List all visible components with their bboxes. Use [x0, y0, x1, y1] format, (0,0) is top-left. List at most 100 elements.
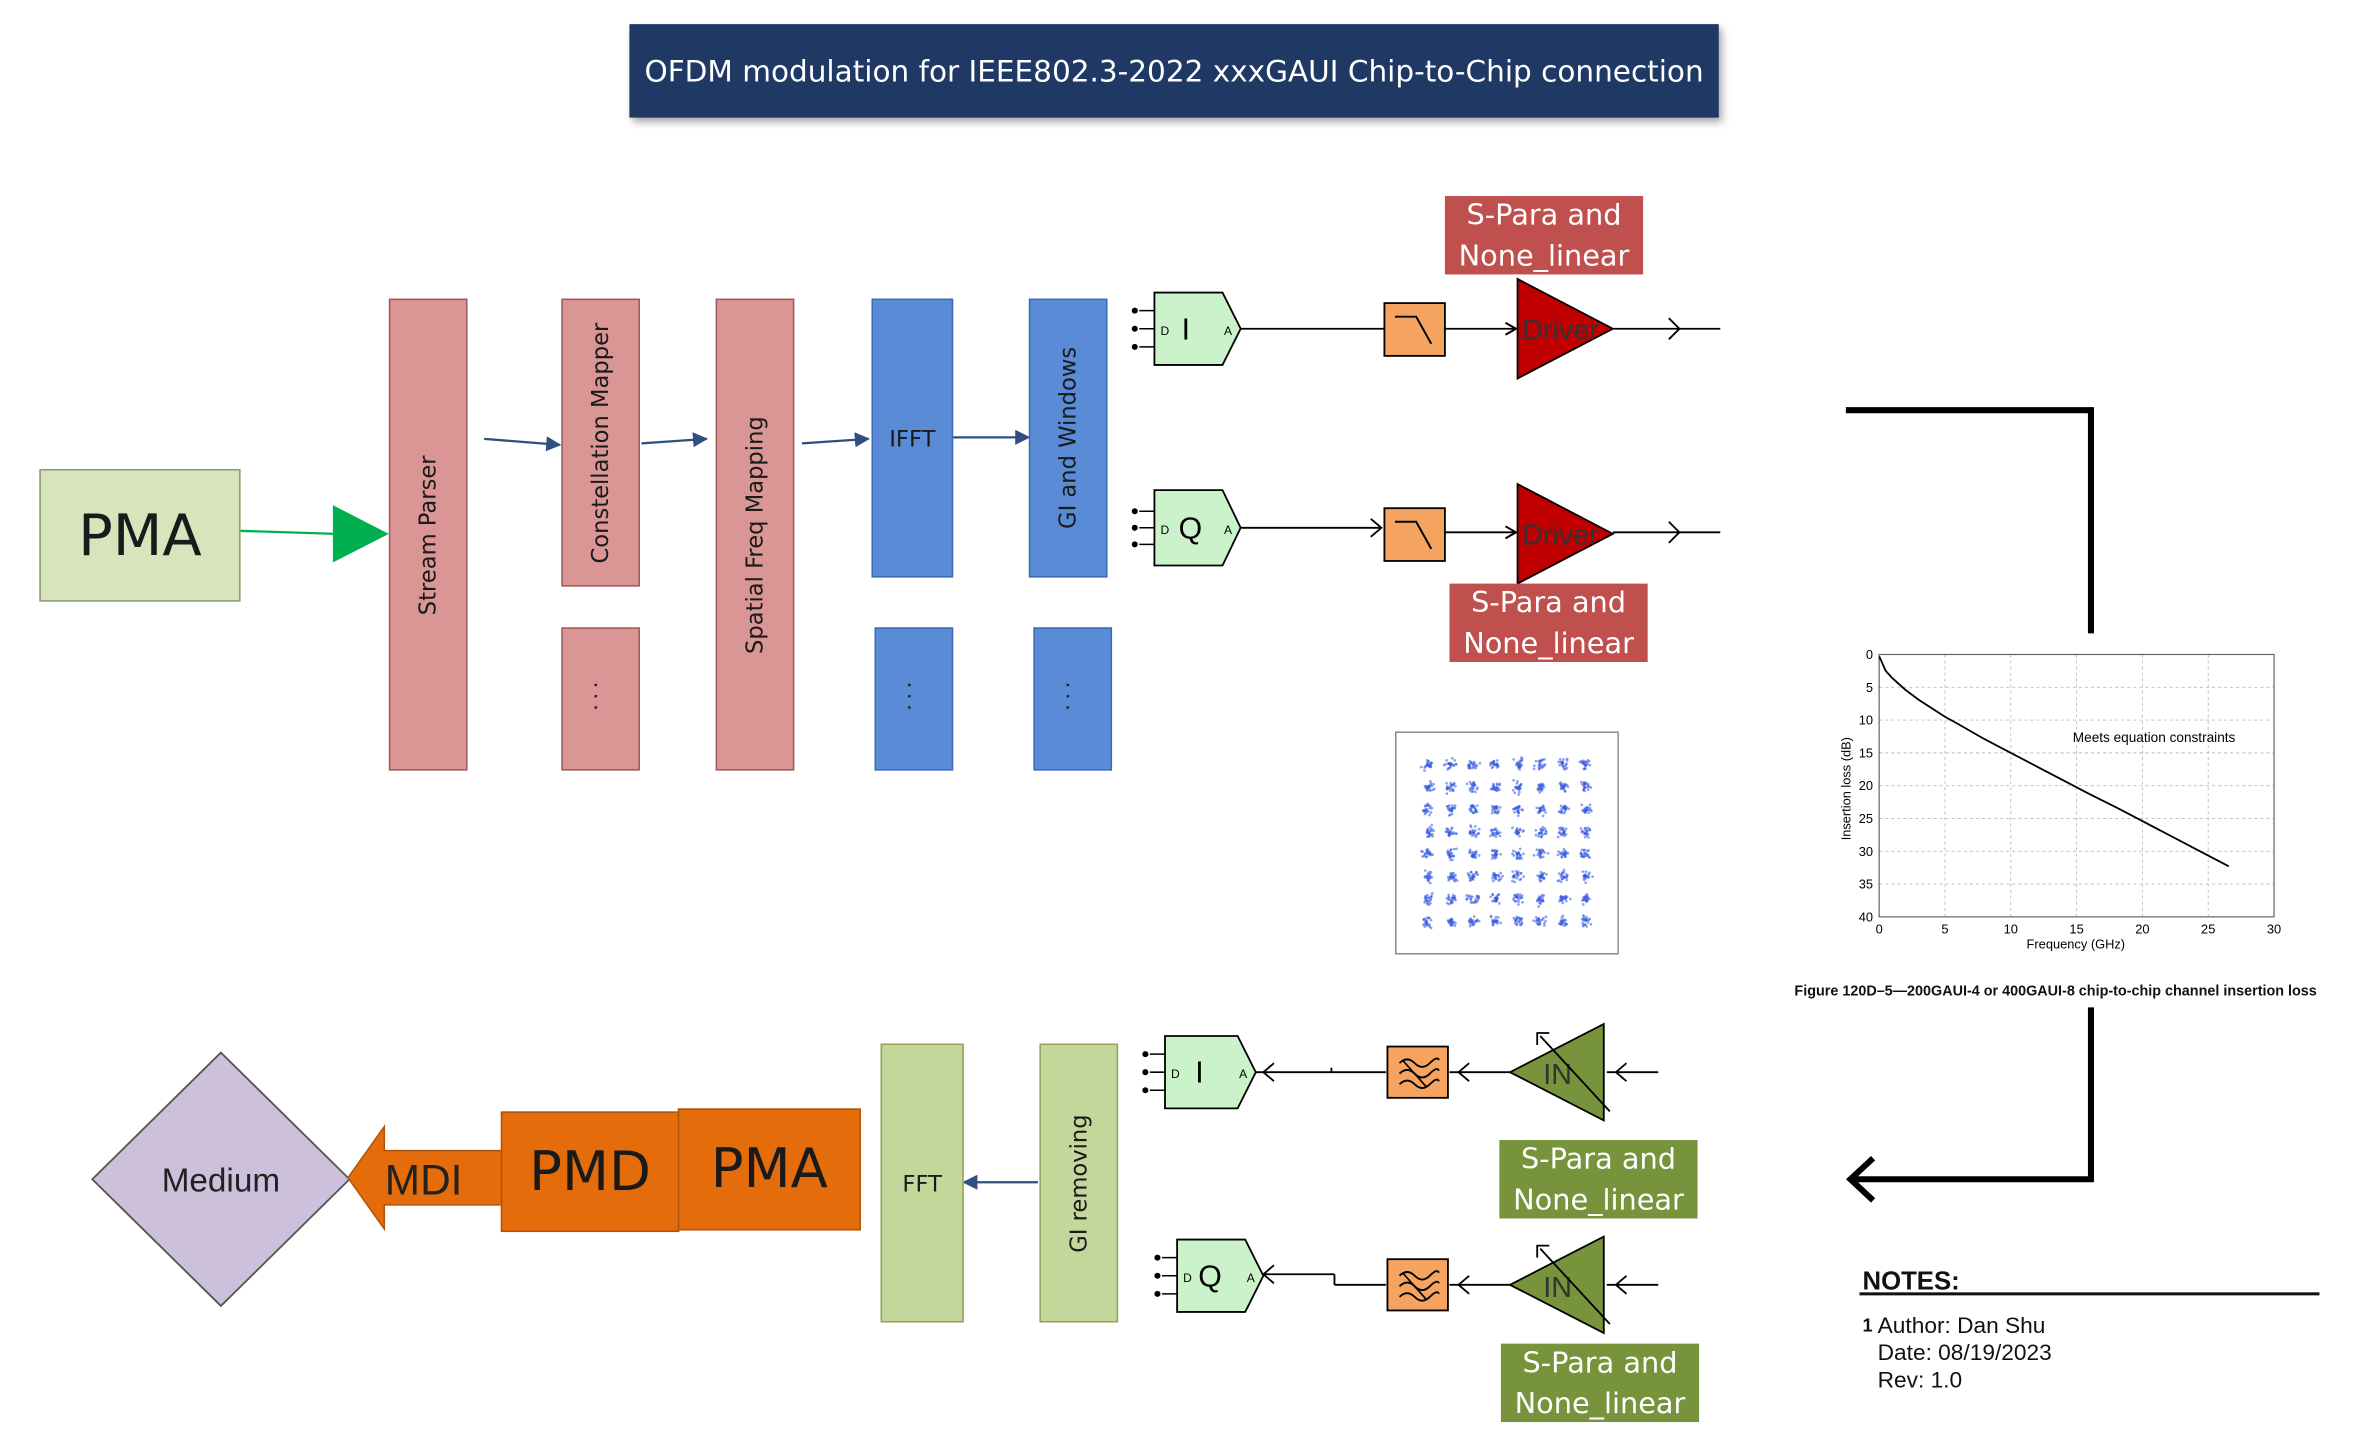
constellation-point [1471, 790, 1475, 793]
constellation-point [1491, 876, 1494, 880]
constellation-point [1537, 785, 1541, 789]
constellation-point [1586, 788, 1590, 792]
constellation-point [1519, 877, 1523, 881]
constellation-point [1513, 811, 1516, 814]
constellation-point [1468, 788, 1472, 792]
constellation-point [1564, 827, 1568, 831]
constellation-point [1499, 921, 1503, 925]
constellation-point [1465, 894, 1469, 897]
constellation-point [1542, 924, 1546, 927]
constellation-point [1450, 920, 1453, 924]
constellation-point [1534, 759, 1538, 763]
spara-line2: None_linear [1513, 1183, 1684, 1217]
constellation-point [1558, 763, 1562, 767]
constellation-point [1522, 875, 1525, 878]
constellation-point [1494, 835, 1498, 839]
constellation-point [1498, 834, 1502, 838]
constellation-point [1491, 761, 1495, 765]
constellation-point [1558, 831, 1562, 834]
constellation-point [1541, 804, 1545, 808]
chart-xtick-label: 20 [2135, 921, 2149, 936]
adc-i-a: A [1239, 1067, 1248, 1081]
constellation-point [1560, 810, 1564, 814]
constellation-point [1540, 830, 1544, 834]
spara-label-rx-bottom: S-Para and None_linear [1500, 1343, 1700, 1423]
tx-pma-label: PMA [78, 502, 202, 569]
constellation-point [1561, 764, 1565, 768]
rx-pma-label: PMA [710, 1138, 828, 1201]
constellation-point [1426, 760, 1430, 764]
constellation-point [1432, 782, 1435, 786]
constellation-point [1583, 766, 1587, 770]
constellation-point [1535, 918, 1539, 922]
constellation-point [1453, 894, 1457, 898]
constellation-point [1580, 855, 1584, 858]
constellation-point [1431, 853, 1435, 856]
constellation-point [1563, 804, 1567, 808]
constellation-point [1560, 833, 1563, 837]
constellation-point [1448, 855, 1452, 859]
constellation-point [1538, 790, 1542, 794]
constellation-point [1450, 858, 1454, 862]
constellation-point [1494, 877, 1498, 881]
constellation-point [1471, 830, 1475, 834]
constellation-point [1468, 764, 1472, 767]
constellation-point [1581, 902, 1585, 906]
constellation-point [1426, 872, 1430, 875]
constellation-point [1586, 758, 1590, 762]
constellation-point [1428, 825, 1432, 829]
constellation-point [1452, 832, 1455, 836]
constellation-point [1449, 785, 1452, 789]
constellation-point [1579, 780, 1583, 784]
constellation-point [1495, 919, 1499, 923]
constellation-point [1491, 893, 1495, 897]
constellation-point [1581, 921, 1585, 925]
fft-block: FFT [880, 1043, 964, 1323]
constellation-point [1477, 827, 1481, 831]
constellation-point [1446, 849, 1450, 853]
constellation-point [1584, 874, 1588, 877]
constellation-point [1419, 765, 1423, 769]
constellation-point [1580, 830, 1584, 834]
constellation-point [1452, 874, 1456, 878]
constellation-point [1469, 825, 1473, 829]
constellation-point [1499, 871, 1502, 875]
constellation-point [1447, 833, 1451, 837]
constellation-point [1471, 878, 1475, 881]
in-amp-i-icon: IN [1507, 1022, 1611, 1122]
constellation-point [1492, 849, 1496, 852]
chart-xtick-label: 10 [2004, 921, 2018, 936]
constellation-point [1493, 896, 1497, 900]
constellation-point [1424, 895, 1427, 899]
constellation-point [1452, 920, 1456, 924]
constellation-point [1446, 827, 1450, 831]
constellation-point [1474, 808, 1478, 812]
constellation-point [1490, 787, 1494, 791]
constellation-point [1471, 766, 1475, 770]
constellation-point [1429, 783, 1432, 787]
constellation-point [1496, 916, 1500, 919]
constellation-point [1471, 811, 1475, 815]
constellation-point [1501, 874, 1504, 878]
constellation-point [1468, 851, 1471, 855]
constellation-point [1446, 768, 1450, 771]
constellation-point [1565, 851, 1568, 855]
notes-divider [1859, 1292, 2320, 1296]
constellation-point [1513, 791, 1517, 795]
constellation-point [1540, 899, 1544, 903]
constellation-point [1491, 923, 1495, 926]
constellation-point [1498, 902, 1501, 905]
constellation-point [1581, 924, 1585, 928]
constellation-point [1476, 832, 1480, 835]
constellation-point [1490, 811, 1494, 815]
dac-i-d: D [1160, 324, 1169, 338]
spara-line1: S-Para and [1471, 586, 1627, 620]
constellation-point [1445, 781, 1448, 785]
constellation-point [1559, 875, 1563, 878]
pmd-block: PMD [500, 1111, 680, 1233]
constellation-point [1470, 834, 1474, 837]
constellation-point [1422, 854, 1426, 858]
constellation-point [1452, 854, 1455, 858]
green-arrow-icon [332, 505, 389, 563]
constellation-point [1517, 920, 1521, 923]
